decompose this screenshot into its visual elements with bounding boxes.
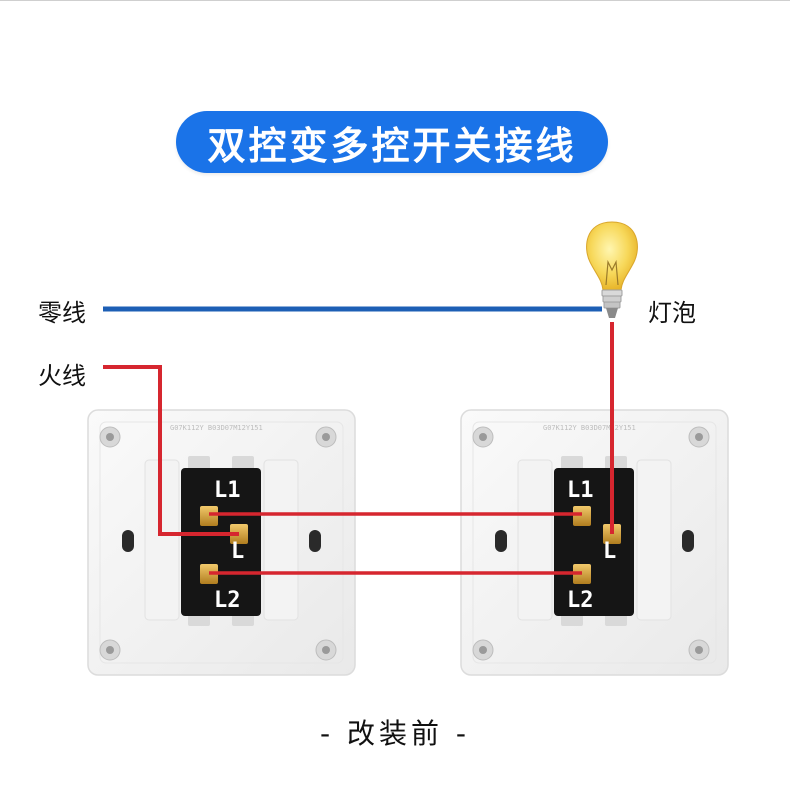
switch-right-screw-hole-tl-center <box>479 433 487 441</box>
switch-right-screw-hole-bl-center <box>479 646 487 654</box>
switch-left-clip-top-2 <box>232 456 254 470</box>
switch-left-terminal-l1-screw <box>200 506 218 526</box>
bulb-base-ring-3 <box>603 301 621 309</box>
switch-right-insert <box>554 468 634 616</box>
bulb-base-tip <box>606 308 618 318</box>
switch-right-screw-hole-br-center <box>695 646 703 654</box>
live-wire <box>103 365 239 536</box>
switch-right-inner-frame <box>472 421 717 664</box>
switch-left-slot-right <box>309 530 321 552</box>
bulb-glass <box>586 221 638 291</box>
light-bulb-icon <box>586 221 638 318</box>
bulb-filament <box>605 259 619 286</box>
switch-right-label-l2: L2 <box>567 588 594 613</box>
switch-left-mold-text: G07K112Y B03D07M12Y151 <box>170 424 263 432</box>
switch-right-terminal-l1-screw <box>573 506 591 526</box>
live-wire-label: 火线 <box>38 362 86 390</box>
switch-left-rib-right <box>263 459 299 621</box>
title-banner: 双控变多控开关接线 <box>176 111 608 173</box>
switch-left-screw-hole-bl-center <box>106 646 114 654</box>
switch-right-mold-text: G07K112Y B03D07M12Y151 <box>543 424 636 432</box>
switch-left-screw-hole-tr-center <box>322 433 330 441</box>
switch-right-slot-right <box>682 530 694 552</box>
switch-left-slot-left <box>122 530 134 552</box>
bulb-base-ring-2 <box>602 295 622 303</box>
switch-left-label-l2: L2 <box>214 588 241 613</box>
switch-right-rib-left <box>517 459 553 621</box>
bulb-base-ring-1 <box>601 289 623 297</box>
switch-left-label-l: L <box>231 539 244 564</box>
switch-left-clip-top-1 <box>188 456 210 470</box>
switch-right-screw-hole-tr-center <box>695 433 703 441</box>
diagram-caption: - 改装前 - <box>319 717 470 750</box>
switch-right: G07K112Y B03D07M12Y151 L1 L L2 <box>460 409 729 676</box>
switch-left-label-l1: L1 <box>214 478 241 503</box>
switch-right-clip-top-2 <box>605 456 627 470</box>
switch-right-slot-left <box>495 530 507 552</box>
switch-left: G07K112Y B03D07M12Y151 L1 L L2 <box>87 409 356 676</box>
neutral-wire-label: 零线 <box>38 299 86 327</box>
switch-right-rib-right <box>636 459 672 621</box>
switch-left-inner-frame <box>99 421 344 664</box>
switch-left-screw-hole-br-center <box>322 646 330 654</box>
switch-right-label-l1: L1 <box>567 478 594 503</box>
switch-right-label-l: L <box>603 539 616 564</box>
switch-left-screw-hole-tl-center <box>106 433 114 441</box>
bulb-label: 灯泡 <box>648 299 696 327</box>
switch-right-clip-top-1 <box>561 456 583 470</box>
page-title: 双控变多控开关接线 <box>207 123 577 168</box>
top-divider-line <box>0 0 790 1</box>
